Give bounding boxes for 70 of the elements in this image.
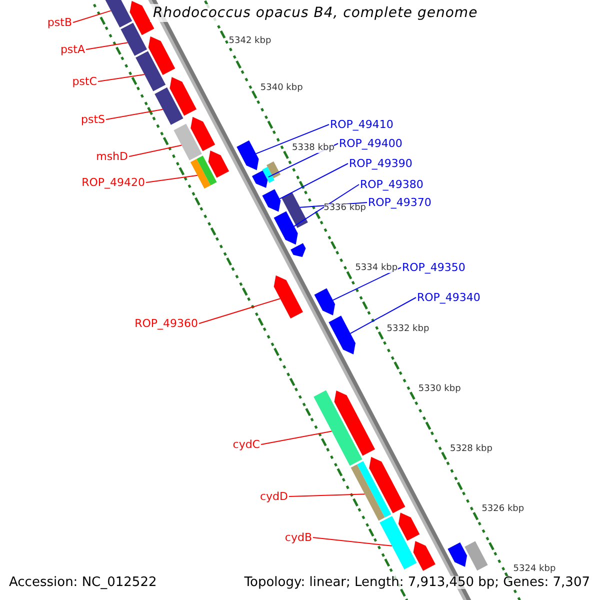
gene-feature bbox=[448, 542, 468, 567]
gene-block bbox=[196, 156, 217, 186]
leader-line bbox=[106, 108, 164, 120]
gene-label: ROP_49370 bbox=[368, 197, 432, 208]
gene-feature bbox=[369, 456, 406, 514]
gene-feature bbox=[398, 512, 420, 541]
gene-feature bbox=[236, 140, 259, 170]
gene-feature bbox=[208, 150, 230, 178]
scale-label: 5336 kbp bbox=[324, 204, 366, 214]
gene-feature bbox=[274, 211, 298, 245]
footer-text: Topology: linear; Length: 7,913,450 bp; Genes: 7,307 bbox=[244, 576, 590, 589]
gene-feature bbox=[130, 0, 154, 36]
gene-feature bbox=[290, 243, 306, 257]
gene-feature bbox=[148, 36, 176, 75]
gene-feature bbox=[328, 316, 356, 354]
scale-label: 5330 kbp bbox=[418, 384, 461, 394]
gene-label: ROP_49380 bbox=[360, 179, 424, 190]
gene-block bbox=[262, 166, 274, 183]
gene-label: ROP_49420 bbox=[82, 177, 145, 188]
gene-block bbox=[464, 541, 488, 571]
scale-label: 5326 kbp bbox=[482, 505, 524, 514]
leader-line bbox=[128, 144, 182, 157]
scale-label: 5332 kbp bbox=[386, 324, 430, 334]
gene-feature bbox=[170, 77, 197, 116]
gene-label: ROP_49410 bbox=[330, 119, 394, 130]
leader-line bbox=[332, 267, 402, 301]
gene-feature bbox=[314, 288, 336, 316]
gene-block bbox=[356, 461, 392, 518]
gene-label: ROP_49400 bbox=[339, 138, 402, 149]
gene-block bbox=[190, 158, 211, 189]
gene-label: ROP_49350 bbox=[402, 262, 466, 273]
leader-line bbox=[98, 74, 145, 82]
gene-block bbox=[380, 516, 417, 570]
gene-block bbox=[174, 124, 202, 160]
gene-block bbox=[281, 192, 308, 228]
gene-label: cydD bbox=[260, 491, 288, 502]
leader-line bbox=[198, 298, 281, 324]
gene-block bbox=[154, 87, 184, 125]
scale-label: 5342 kbp bbox=[228, 37, 272, 46]
gene-feature bbox=[413, 541, 436, 571]
gene-label: pstC bbox=[72, 76, 97, 87]
leader-line bbox=[260, 430, 332, 445]
gene-label: cydC bbox=[232, 439, 260, 450]
leader-line bbox=[294, 184, 360, 227]
gene-block bbox=[136, 51, 166, 92]
scale-label: 5338 kbp bbox=[292, 144, 334, 153]
leader-line bbox=[350, 297, 416, 334]
gene-block bbox=[266, 161, 281, 178]
gene-feature bbox=[190, 116, 216, 152]
leader-line bbox=[256, 124, 330, 154]
gene-label: cydB bbox=[284, 532, 312, 543]
gene-block bbox=[350, 464, 385, 521]
gene-feature bbox=[334, 390, 376, 456]
gene-label: pstA bbox=[60, 44, 85, 55]
gene-block bbox=[120, 22, 148, 56]
gene-feature bbox=[274, 275, 303, 318]
leader-line bbox=[86, 42, 128, 50]
gene-label: pstS bbox=[80, 114, 105, 125]
gene-label: ROP_49390 bbox=[349, 158, 412, 169]
scale-label: 5340 kbp bbox=[260, 84, 303, 93]
gene-label: ROP_49340 bbox=[417, 292, 480, 303]
gene-label: pstB bbox=[47, 17, 72, 28]
scale-label: 5328 kbp bbox=[450, 444, 492, 454]
gene-label: ROP_49360 bbox=[134, 318, 198, 329]
gene-label: mshD bbox=[96, 151, 128, 162]
scale-label: 5334 kbp bbox=[355, 264, 398, 274]
gene-block bbox=[314, 390, 362, 466]
leader-line bbox=[279, 163, 348, 200]
footer-text: Accession: NC_012522 bbox=[9, 576, 157, 589]
scale-label: 5324 kbp bbox=[513, 565, 556, 574]
